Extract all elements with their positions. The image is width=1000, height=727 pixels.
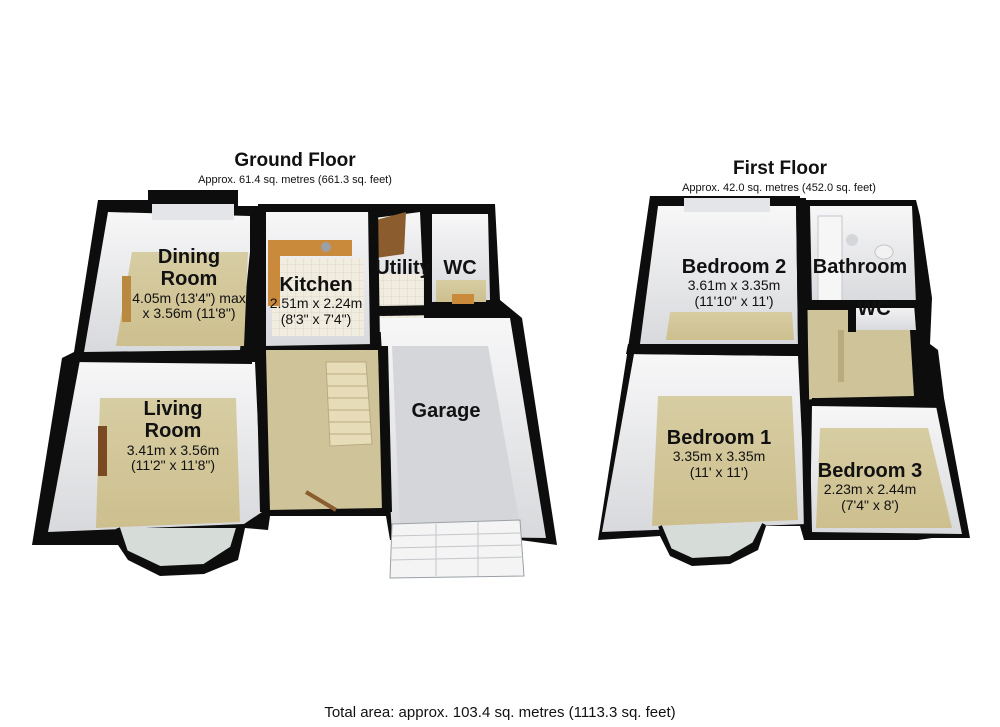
first-floor-area: Approx. 42.0 sq. metres (452.0 sq. feet) [682,182,876,194]
dining-window-recess [152,204,234,220]
ground-wc-basin [452,294,474,304]
dining-room-name-line1: Dining [157,246,221,268]
front-door [304,490,338,512]
garage-label: Garage [398,400,494,422]
kitchen-label: Kitchen 2.51m x 2.24m (8'3" x 7'4") [254,274,378,328]
bedroom2-name: Bedroom 2 [681,256,787,278]
living-room-name-line1: Living [143,398,203,420]
living-room-name-line2: Room [144,420,202,443]
ground-wc-label: WC [438,257,482,279]
first-floor-title: First Floor [733,158,827,179]
living-room-dim-line1: 3.41m x 3.56m [126,441,220,458]
living-room-label: Living Room 3.41m x 3.56m (11'2" x 11'8"… [98,398,248,474]
bedroom3-name: Bedroom 3 [817,460,923,482]
first-wc-label: WC [850,298,898,320]
utility-door [376,212,406,258]
dining-furniture [122,276,131,322]
bedroom1-label: Bedroom 1 3.35m x 3.35m (11' x 11') [646,427,792,481]
ground-floor-plan [32,190,557,579]
dining-room-dim-line2: x 3.56m (11'8") [142,305,236,322]
bathroom-basin [846,234,858,246]
landing-floor [806,310,914,400]
living-fireplace [98,426,107,476]
living-room-floor [96,398,240,528]
bathroom-name: Bathroom [812,256,908,278]
bedroom2-dim-line1: 3.61m x 3.35m [687,277,781,294]
bedroom3-label: Bedroom 3 2.23m x 2.44m (7'4" x 8') [802,460,938,514]
bathroom-bath [817,215,843,303]
first-wc-name: WC [857,298,891,320]
ground-floor-area: Approx. 61.4 sq. metres (661.3 sq. feet) [198,174,392,186]
living-bay-window [118,528,238,568]
kitchen-dim-line1: 2.51m x 2.24m [269,295,363,312]
bedroom3-dim-line1: 2.23m x 2.44m [823,481,917,498]
bedroom1-dim-line1: 3.35m x 3.35m [672,448,766,465]
kitchen-counter [268,240,352,256]
bedroom3-floor [816,428,952,528]
ground-floor-title: Ground Floor [234,150,356,171]
total-area-caption: Total area: approx. 103.4 sq. metres (11… [324,704,676,721]
bedroom2-floor [666,312,794,340]
dining-room-floor [116,252,248,346]
bedroom1-bay-window [660,524,764,560]
bedroom2-dim-line2: (11'10" x 11') [694,293,774,310]
ground-wc-name: WC [443,257,477,279]
bedroom3-dim-line2: (7'4" x 8') [841,497,899,514]
bedroom1-floor [652,396,798,526]
bedroom2-wall-face [640,206,798,344]
utility-name: Utility [375,257,431,279]
landing-banister [838,330,844,382]
bathroom-toilet [874,244,894,260]
kitchen-sink [321,242,331,252]
staircase [325,361,373,447]
dining-room-name-line2: Room [160,268,218,291]
bedroom1-name: Bedroom 1 [666,427,772,449]
garage-name: Garage [411,400,481,422]
kitchen-name: Kitchen [279,274,353,296]
garage-floor [392,346,520,526]
dining-room-label: Dining Room 4.05m (13'4") max x 3.56m (1… [104,246,274,322]
bedroom2-window-recess [684,198,770,212]
living-room-dim-line2: (11'2" x 11'8") [130,457,216,474]
first-wc-wall-face [852,304,916,330]
dining-room-dim-line1: 4.05m (13'4") max [132,289,246,306]
kitchen-floor [272,258,364,336]
garage-door [389,519,525,579]
bathroom-label: Bathroom [800,256,920,278]
kitchen-counter-side [268,256,280,306]
kitchen-dim-line2: (8'3" x 7'4") [280,311,352,328]
utility-label: Utility [370,257,436,279]
first-floor-plan [598,196,970,566]
bedroom1-dim-line2: (11' x 11') [689,464,749,481]
bedroom2-label: Bedroom 2 3.61m x 3.35m (11'10" x 11') [664,256,804,310]
